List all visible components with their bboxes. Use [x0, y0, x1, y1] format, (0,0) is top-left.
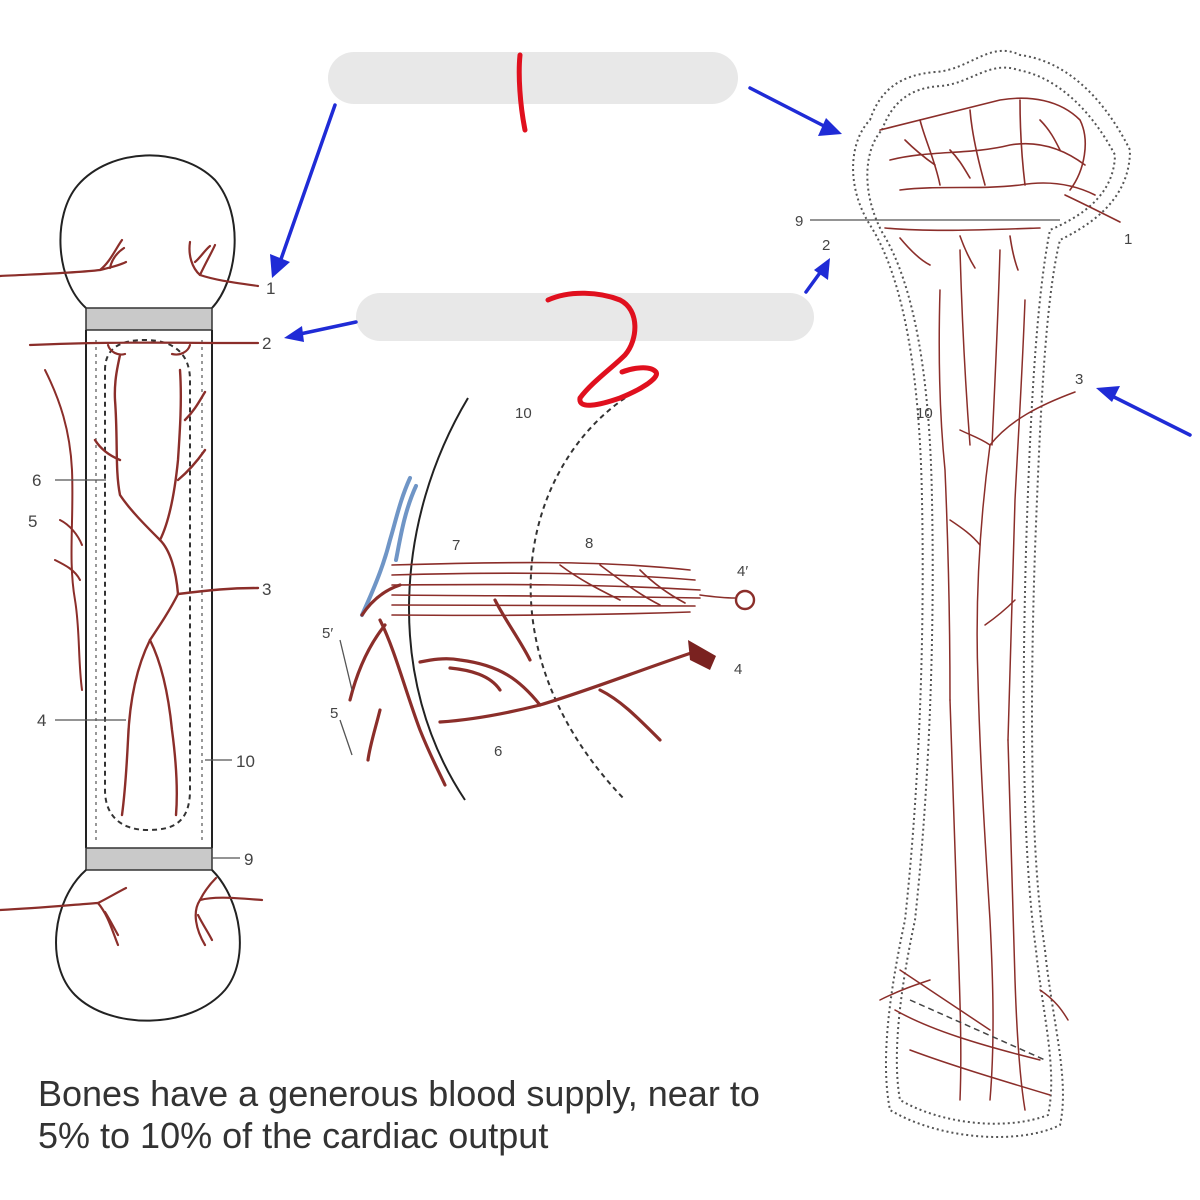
left-nutrient-artery — [93, 353, 260, 817]
right-label-3: 3 — [1075, 371, 1083, 388]
lower-epiphysis-outline — [55, 869, 241, 1022]
upper-epiphysis-outline — [59, 154, 236, 309]
arrow-to-right-head — [748, 86, 826, 128]
central-vessel-terminal — [734, 589, 756, 611]
left-leader-lines — [55, 479, 240, 859]
left-label-9: 9 — [244, 850, 253, 869]
right-label-1: 1 — [1124, 231, 1132, 248]
label-mask-middle — [356, 293, 814, 341]
caption-line-1: Bones have a generous blood supply, near… — [38, 1073, 760, 1114]
detail-label-5: 5 — [330, 705, 338, 722]
annotation-overlays — [270, 52, 1192, 437]
left-metaphyseal-vessels — [28, 341, 260, 356]
right-lower-growth-line — [909, 999, 1046, 1061]
handwritten-one — [516, 52, 528, 133]
detail-label-8: 8 — [585, 535, 593, 552]
left-long-bone: 1 2 3 4 5 6 9 10 — [0, 154, 275, 1022]
detail-label-6: 6 — [494, 743, 502, 760]
right-label-10: 10 — [916, 405, 933, 422]
left-periosteal-vessel — [44, 369, 83, 691]
cortical-vessel-bundle — [391, 561, 736, 617]
handwritten-two — [545, 290, 659, 408]
detail-label-7: 7 — [452, 537, 460, 554]
periosteal-surface-arc — [408, 397, 469, 801]
artery-cut-end — [688, 640, 716, 670]
left-label-5: 5 — [28, 512, 37, 531]
detail-nutrient-branches — [348, 583, 702, 787]
left-label-2: 2 — [262, 334, 271, 353]
endosteal-surface-arc — [529, 397, 626, 801]
arrow-to-left-1-head — [270, 254, 290, 278]
right-long-bone: 1 2 3 9 10 — [795, 49, 1132, 1138]
left-label-10: 10 — [236, 752, 255, 771]
detail-label-4-prime: 4′ — [737, 563, 748, 580]
arrow-to-right-3-head — [1096, 386, 1120, 402]
left-label-3: 3 — [262, 580, 271, 599]
left-label-4: 4 — [37, 711, 46, 730]
arrow-to-left-1 — [278, 103, 337, 264]
caption-line-2: 5% to 10% of the cardiac output — [38, 1115, 549, 1156]
arrow-to-left-2-head — [284, 326, 304, 342]
arrow-to-right-2-head — [814, 258, 830, 280]
right-shaft-vessels — [879, 249, 1076, 1111]
medullary-cavity-outline — [104, 338, 191, 832]
detail-label-4: 4 — [734, 661, 742, 678]
label-mask-top — [328, 52, 738, 104]
left-label-1: 1 — [266, 279, 275, 298]
right-label-9: 9 — [795, 213, 803, 230]
arrow-to-left-2 — [298, 320, 358, 336]
caption-text: Bones have a generous blood supply, near… — [38, 1073, 938, 1157]
left-label-6: 6 — [32, 471, 41, 490]
upper-growth-plate — [85, 307, 213, 331]
right-bone-outer-outline — [852, 49, 1132, 1138]
cortex-detail-diagram: 10 7 8 4′ 4 5′ 5 6 — [322, 397, 756, 801]
right-epiphyseal-network — [879, 97, 1121, 271]
detail-label-10: 10 — [515, 405, 532, 422]
arrow-to-right-head-tip — [818, 118, 842, 136]
right-label-2: 2 — [822, 237, 830, 254]
detail-label-5-prime: 5′ — [322, 625, 333, 642]
lower-growth-plate — [85, 847, 213, 871]
right-bone-inner-outline — [866, 66, 1117, 1125]
arrow-to-right-3 — [1110, 394, 1192, 437]
left-epiphyseal-vessels — [0, 238, 264, 947]
periosteal-vein — [360, 476, 418, 617]
